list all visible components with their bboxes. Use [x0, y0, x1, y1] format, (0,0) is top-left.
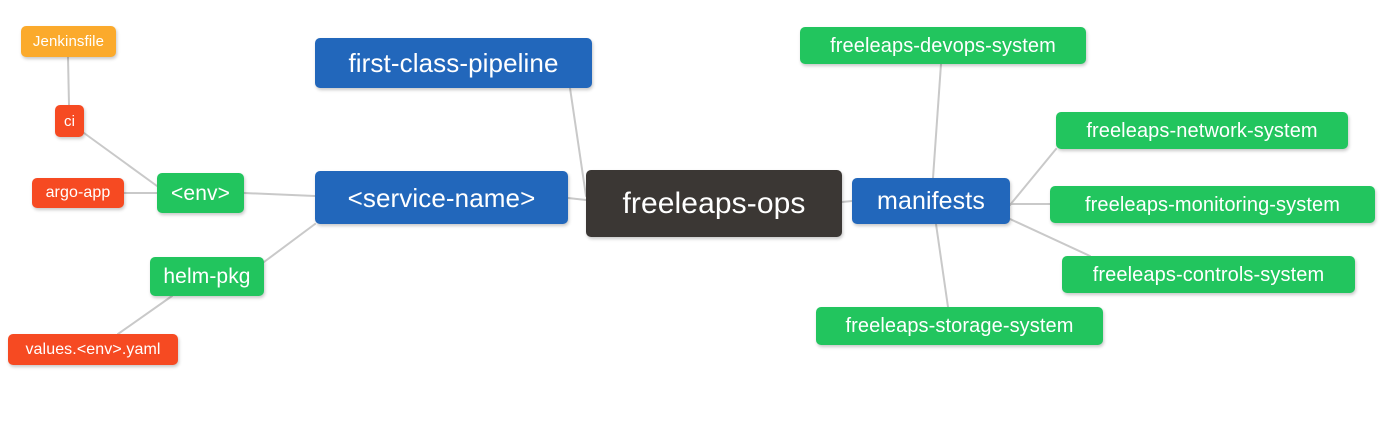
- node-freeleaps-devops-system[interactable]: freeleaps-devops-system: [800, 27, 1086, 64]
- node-label-freeleaps-network-system: freeleaps-network-system: [1086, 119, 1318, 142]
- node-label-first-class-pipeline: first-class-pipeline: [348, 48, 559, 78]
- edge-manifests-to-freeleaps-devops-system: [932, 63, 942, 179]
- node-jenkinsfile[interactable]: Jenkinsfile: [21, 26, 116, 57]
- edge-freeleaps-ops-to-service-name: [567, 197, 587, 201]
- node-label-freeleaps-devops-system: freeleaps-devops-system: [830, 34, 1056, 57]
- node-freeleaps-monitoring-system[interactable]: freeleaps-monitoring-system: [1050, 186, 1375, 223]
- edge-freeleaps-ops-to-first-class-pipeline: [569, 87, 587, 197]
- node-freeleaps-network-system[interactable]: freeleaps-network-system: [1056, 112, 1348, 149]
- node-freeleaps-storage-system[interactable]: freeleaps-storage-system: [816, 307, 1103, 345]
- edge-manifests-to-freeleaps-controls-system: [1009, 218, 1091, 257]
- node-label-manifests: manifests: [877, 186, 985, 215]
- node-label-freeleaps-controls-system: freeleaps-controls-system: [1092, 263, 1325, 286]
- node-helm-pkg[interactable]: helm-pkg: [150, 257, 264, 296]
- node-label-values-yaml: values.<env>.yaml: [25, 340, 161, 358]
- node-manifests[interactable]: manifests: [852, 178, 1010, 224]
- node-freeleaps-controls-system[interactable]: freeleaps-controls-system: [1062, 256, 1355, 293]
- node-label-env: <env>: [171, 181, 230, 205]
- node-label-service-name: <service-name>: [347, 182, 536, 213]
- node-values-yaml[interactable]: values.<env>.yaml: [8, 334, 178, 365]
- edge-service-name-to-env: [243, 192, 316, 197]
- node-label-ci: ci: [63, 112, 76, 130]
- node-env[interactable]: <env>: [157, 173, 244, 213]
- node-label-argo-app: argo-app: [45, 184, 111, 201]
- node-freeleaps-ops[interactable]: freeleaps-ops: [586, 170, 842, 237]
- edge-ci-to-jenkinsfile: [67, 56, 70, 106]
- node-label-freeleaps-ops: freeleaps-ops: [622, 186, 806, 220]
- node-label-helm-pkg: helm-pkg: [163, 265, 251, 288]
- node-service-name[interactable]: <service-name>: [315, 171, 568, 224]
- node-first-class-pipeline[interactable]: first-class-pipeline: [315, 38, 592, 88]
- node-label-jenkinsfile: Jenkinsfile: [32, 33, 105, 50]
- edge-service-name-to-helm-pkg: [263, 223, 316, 263]
- node-label-freeleaps-storage-system: freeleaps-storage-system: [845, 315, 1074, 337]
- node-argo-app[interactable]: argo-app: [32, 178, 124, 208]
- edge-freeleaps-ops-to-manifests: [841, 200, 853, 203]
- edge-manifests-to-freeleaps-storage-system: [935, 223, 949, 308]
- node-label-freeleaps-monitoring-system: freeleaps-monitoring-system: [1084, 193, 1340, 216]
- node-ci[interactable]: ci: [55, 105, 84, 137]
- edge-helm-pkg-to-values-yaml: [117, 295, 173, 335]
